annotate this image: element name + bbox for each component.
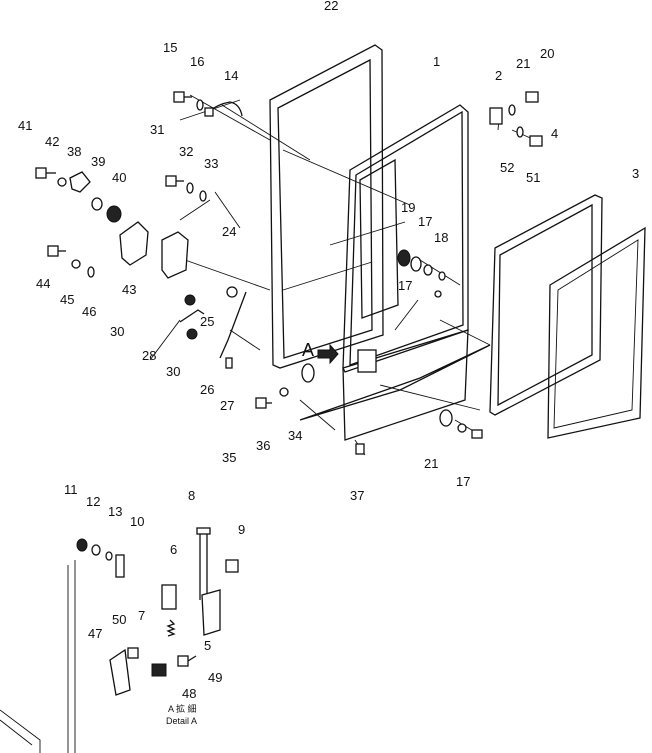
label-2: 2	[495, 68, 502, 83]
seal-frame-4	[489, 194, 603, 416]
label-23: 21	[516, 56, 530, 71]
label-10: 10	[130, 514, 144, 529]
label-17-bottom: 17	[456, 474, 470, 489]
label-33: 33	[204, 156, 218, 171]
label-29: 28	[142, 348, 156, 363]
hardware-right-top	[489, 91, 543, 147]
detail-caption-jp: A 拡 細	[168, 703, 197, 714]
label-49: 49	[208, 670, 222, 685]
label-40: 40	[112, 170, 126, 185]
label-50: 50	[112, 612, 126, 627]
label-42: 42	[45, 134, 59, 149]
label-44: 44	[36, 276, 50, 291]
label-9: 9	[238, 522, 245, 537]
detail-a	[0, 527, 239, 753]
label-3: 3	[632, 166, 639, 181]
label-26: 25	[200, 314, 214, 329]
label-47: 47	[88, 626, 102, 641]
hardware-top	[35, 91, 247, 369]
label-52: 52	[500, 160, 514, 175]
label-18: 17	[418, 214, 432, 229]
label-32: 32	[179, 144, 193, 159]
label-30-bottom: 30	[166, 364, 180, 379]
frame-24	[269, 44, 384, 369]
label-20: 21	[424, 456, 438, 471]
label-27: 26	[200, 382, 214, 397]
label-46: 46	[82, 304, 96, 319]
label-35: 35	[222, 450, 236, 465]
label-14: 14	[224, 68, 238, 83]
label-37: 37	[350, 488, 364, 503]
label-51: 51	[526, 170, 540, 185]
label-43: 43	[122, 282, 136, 297]
label-24: 22	[324, 0, 338, 13]
label-19: 18	[434, 230, 448, 245]
label-41: 41	[18, 118, 32, 133]
label-25: 24	[222, 224, 236, 239]
glass-panel-3	[547, 226, 646, 439]
label-48: 48	[182, 686, 196, 701]
label-17-top: 17	[398, 278, 412, 293]
view-marker-a: A	[302, 340, 314, 360]
label-13: 13	[108, 504, 122, 519]
label-45: 45	[60, 292, 74, 307]
label-11: 11	[64, 482, 78, 497]
door-frame-1	[342, 104, 469, 441]
detail-caption-en: Detail A	[166, 716, 197, 726]
door-handle	[357, 349, 377, 373]
label-36: 36	[256, 438, 270, 453]
label-15: 15	[163, 40, 177, 55]
label-12: 12	[86, 494, 100, 509]
label-21: 19	[401, 200, 415, 215]
part-labels: 22 1 2 21 20 4 3 52 51 15 16 14 41 42 38…	[18, 0, 639, 726]
label-4: 4	[551, 126, 558, 141]
label-39: 39	[91, 154, 105, 169]
label-5: 5	[204, 638, 211, 653]
label-38: 38	[67, 144, 81, 159]
label-7: 7	[138, 608, 145, 623]
label-16: 16	[190, 54, 204, 69]
label-28: 27	[220, 398, 234, 413]
label-6: 6	[170, 542, 177, 557]
assembly-lines	[149, 94, 536, 456]
label-34: 34	[288, 428, 302, 443]
label-8: 8	[188, 488, 195, 503]
label-30-top: 30	[110, 324, 124, 339]
label-22: 20	[540, 46, 554, 61]
hardware-middle	[255, 249, 483, 455]
label-31: 31	[150, 122, 164, 137]
label-1: 1	[433, 54, 440, 69]
